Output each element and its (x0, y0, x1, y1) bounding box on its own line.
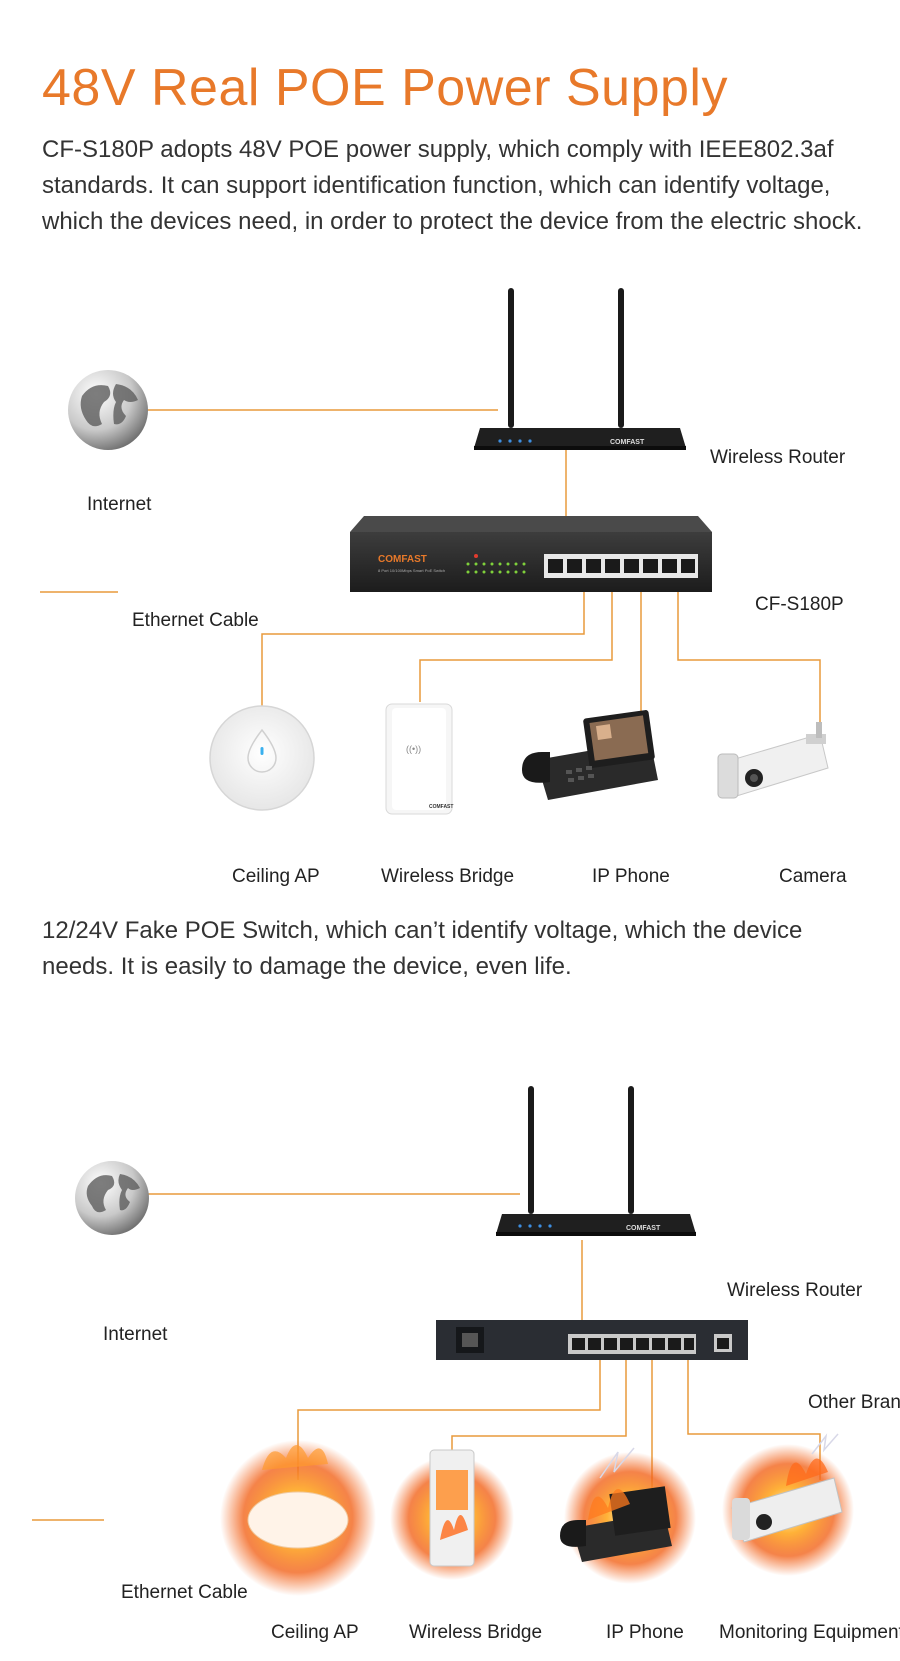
router-label: Wireless Router (727, 1280, 863, 1301)
cable-legend-label: Ethernet Cable (121, 1582, 248, 1603)
other-brand-switch-icon (436, 1320, 748, 1360)
page-title: 48V Real POE Power Supply (42, 59, 728, 117)
burning-wireless-bridge-icon (390, 1449, 514, 1580)
switch-brand-logo: COMFAST (378, 554, 427, 565)
router-label: Wireless Router (710, 447, 846, 468)
ceiling-ap-icon (209, 705, 315, 811)
internet-label: Internet (87, 494, 152, 515)
device-label: Wireless Bridge (409, 1622, 543, 1643)
device-label: Ceiling AP (271, 1622, 359, 1643)
cable-legend-label: Ethernet Cable (132, 610, 259, 631)
ip-phone-icon (522, 710, 658, 800)
diagram-fake-poe: COMFAST (32, 1086, 854, 1596)
wireless-router-icon: COMFAST (474, 288, 686, 450)
cf-s180p-switch-icon: COMFAST 8 Port 10/100Mbps Smart PoE Swit… (350, 516, 712, 592)
internet-label: Internet (103, 1324, 168, 1345)
camera-icon (717, 722, 829, 799)
device-label: Camera (779, 866, 847, 887)
device-label: IP Phone (606, 1622, 684, 1643)
wireless-router-icon: COMFAST (496, 1086, 696, 1236)
svg-text:COMFAST: COMFAST (626, 1225, 661, 1232)
burning-camera-icon (722, 1433, 854, 1576)
device-label: Wireless Bridge (381, 866, 515, 887)
ethernet-cables (40, 409, 821, 734)
real-poe-description: CF-S180P adopts 48V POE power supply, wh… (42, 136, 863, 235)
burning-ceiling-ap-icon (220, 1440, 376, 1596)
svg-text:8 Port 10/100Mbps Smart PoE Sw: 8 Port 10/100Mbps Smart PoE Switch (378, 568, 445, 573)
switch-label: CF-S180P (755, 594, 844, 615)
globe-icon (75, 1161, 149, 1235)
wireless-bridge-icon: ((•)) COMFAST (385, 703, 453, 815)
switch-label: Other Brand (808, 1392, 900, 1413)
device-label: Monitoring Equipment (719, 1622, 900, 1643)
device-label: Ceiling AP (232, 866, 320, 887)
router-brand-logo: COMFAST (610, 439, 645, 446)
fake-poe-description: 12/24V Fake POE Switch, which can’t iden… (42, 917, 803, 980)
burning-ip-phone-icon (560, 1447, 696, 1584)
globe-icon (68, 370, 148, 450)
svg-text:COMFAST: COMFAST (429, 804, 453, 810)
device-label: IP Phone (592, 866, 670, 887)
diagram-real-poe: COMFAST COMFAST 8 Port 10/100Mbps Smart … (40, 288, 829, 815)
svg-text:((•)): ((•)) (406, 744, 421, 754)
